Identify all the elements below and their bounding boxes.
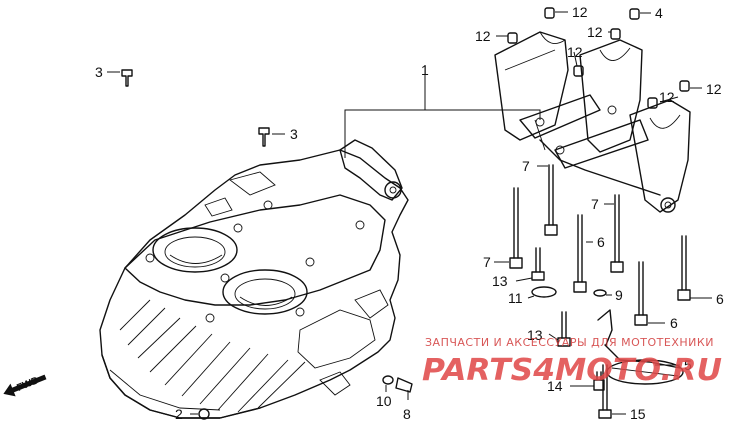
bearing-holder-drawing xyxy=(494,31,691,213)
callout-6: 6 xyxy=(716,291,724,307)
callout-12: 12 xyxy=(706,81,722,97)
callout-12: 12 xyxy=(475,28,491,44)
callout-14: 14 xyxy=(547,378,563,394)
callout-11: 11 xyxy=(508,290,523,306)
callout-9: 9 xyxy=(615,287,623,303)
callout-12: 12 xyxy=(567,44,583,60)
leader-lines xyxy=(107,11,712,415)
fwd-label: FWD xyxy=(15,375,40,394)
watermark-tagline: ЗАПЧАСТИ И АКСЕССУАРЫ ДЛЯ МОТОТЕХНИКИ xyxy=(425,336,714,349)
callout-4: 4 xyxy=(655,5,663,21)
small-parts-drawing xyxy=(121,7,691,420)
callout-12: 12 xyxy=(572,4,588,20)
callout-8: 8 xyxy=(403,406,411,422)
callout-10: 10 xyxy=(376,393,392,409)
callout-12: 12 xyxy=(587,24,603,40)
watermark: ЗАПЧАСТИ И АКСЕССУАРЫ ДЛЯ МОТОТЕХНИКИ PA… xyxy=(422,336,722,388)
callout-13: 13 xyxy=(527,327,543,343)
callout-6: 6 xyxy=(597,234,605,250)
callout-7: 7 xyxy=(522,158,530,174)
callout-12: 12 xyxy=(659,89,675,105)
callout-5: 5 xyxy=(684,357,692,373)
callout-2: 2 xyxy=(175,406,183,422)
watermark-site: PARTS4MOTO.RU xyxy=(422,353,722,388)
callout-13: 13 xyxy=(492,273,508,289)
forward-arrow: FWD xyxy=(3,374,47,397)
callout-3: 3 xyxy=(95,64,103,80)
callout-7: 7 xyxy=(591,196,599,212)
callout-labels: 1 2 3 3 4 5 6 6 6 7 7 7 8 9 10 11 12 12 … xyxy=(95,4,724,422)
callout-3: 3 xyxy=(290,126,298,142)
callout-6: 6 xyxy=(670,315,678,331)
callout-7: 7 xyxy=(483,254,491,270)
callout-15: 15 xyxy=(630,406,646,422)
callout-1: 1 xyxy=(421,62,429,78)
crankcase-drawing xyxy=(99,139,409,419)
